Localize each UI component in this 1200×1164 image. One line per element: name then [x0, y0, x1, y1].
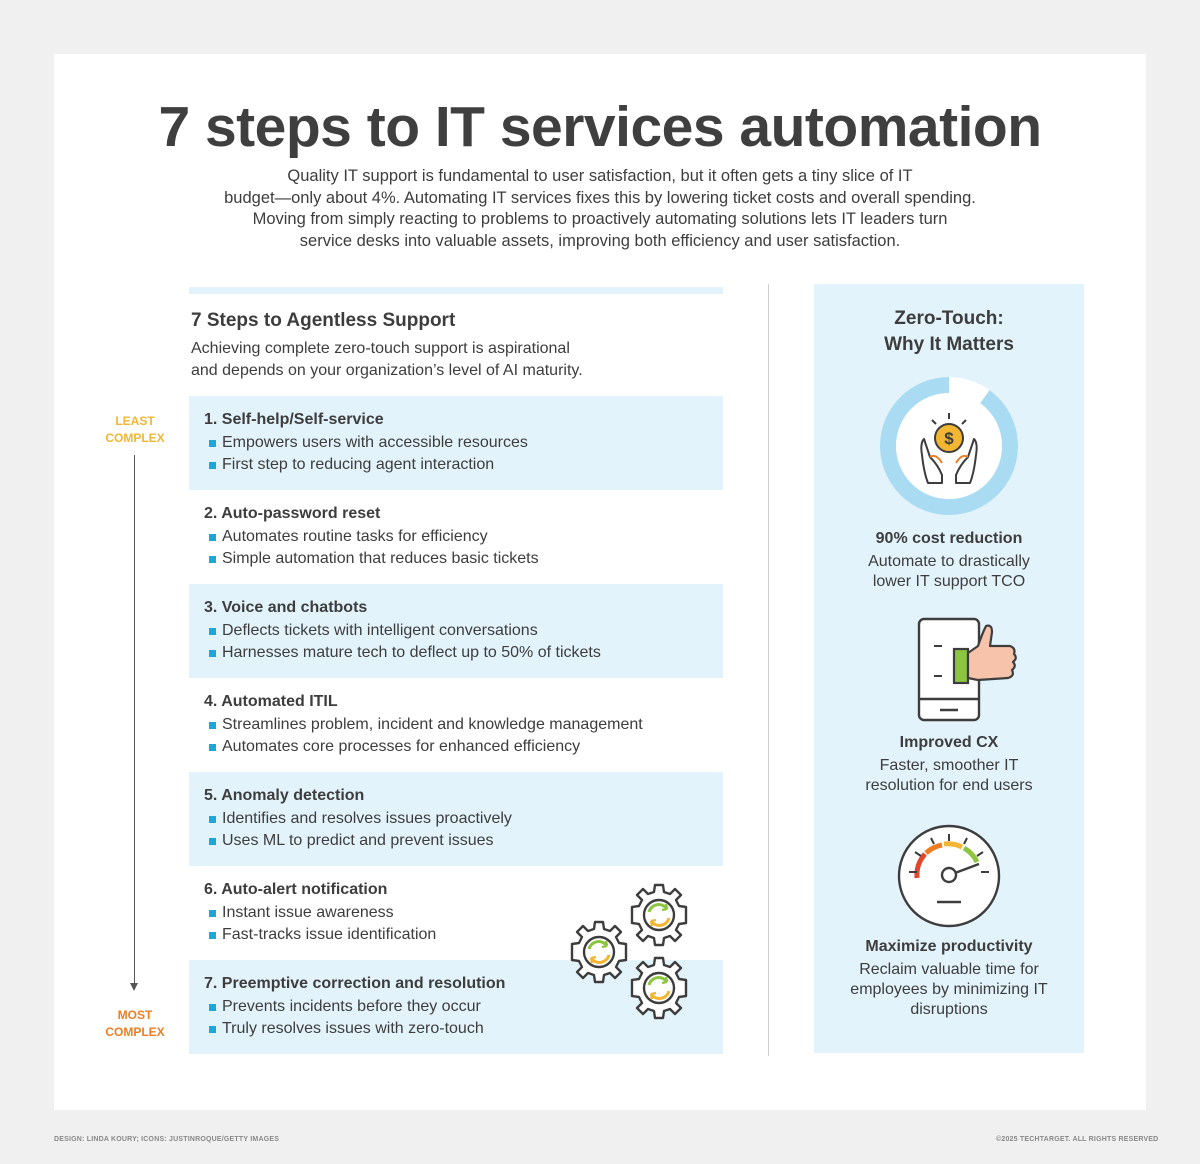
svg-text:$: $: [944, 429, 954, 448]
most-label-line: MOST: [117, 1008, 153, 1022]
least-label-line: COMPLEX: [105, 431, 165, 445]
step-bullet: Deflects tickets with intelligent conver…: [209, 622, 538, 639]
step-title: 4. Automated ITIL: [204, 693, 338, 710]
desc-line: employees by minimizing IT: [850, 981, 1048, 998]
title-line: Zero-Touch:: [894, 308, 1004, 329]
intro-line: Quality IT support is fundamental to use…: [287, 167, 913, 185]
step-title: 7. Preemptive correction and resolution: [204, 975, 506, 992]
least-complex-label: LEAST COMPLEX: [96, 413, 174, 447]
credits-text: DESIGN: LINDA KOURY; ICONS: JUSTINROQUE/…: [54, 1136, 280, 1143]
step-bullet: Automates core processes for enhanced ef…: [208, 738, 581, 755]
feature-title: Improved CX: [899, 734, 999, 751]
title-line: Why It Matters: [884, 334, 1014, 355]
page-title: 7 steps to IT services automation: [158, 95, 1042, 159]
steps-section-title: 7 Steps to Agentless Support: [191, 310, 456, 331]
step-bullet: Instant issue awareness: [209, 904, 394, 921]
feature-title: 90% cost reduction: [875, 530, 1023, 547]
subtitle-line: and depends on your organization’s level…: [191, 362, 583, 379]
desc-line: resolution for end users: [865, 777, 1033, 794]
step-4: 4. Automated ITIL Streamlines problem, i…: [189, 678, 723, 772]
copyright-text: ©2025 TECHTARGET. ALL RIGHTS RESERVED: [996, 1136, 1159, 1143]
subtitle-line: Achieving complete zero-touch support is…: [191, 340, 570, 357]
gears-icon: [570, 883, 688, 1020]
feature-description: Faster, smoother IT resolution for end u…: [814, 756, 1084, 796]
least-label-line: LEAST: [115, 414, 155, 428]
feature-description: Automate to drastically lower IT support…: [814, 552, 1084, 592]
step-bullet: Simple automation that reduces basic tic…: [209, 550, 539, 567]
step-6: 6. Auto-alert notification Instant issue…: [189, 866, 723, 960]
step-bullet: Identifies and resolves issues proactive…: [209, 810, 512, 827]
feature-title: Maximize productivity: [865, 938, 1033, 955]
complexity-arrow-line: [134, 455, 135, 985]
step-title: 5. Anomaly detection: [204, 787, 365, 804]
step-bullet: Automates routine tasks for efficiency: [209, 528, 488, 545]
step-bullet: Empowers users with accessible resources: [209, 434, 528, 451]
step-5: 5. Anomaly detection Identifies and reso…: [189, 772, 723, 866]
step-3: 3. Voice and chatbots Deflects tickets w…: [189, 584, 723, 678]
step-bullet: First step to reducing agent interaction: [208, 456, 495, 473]
intro-line: budget—only about 4%. Automating IT serv…: [224, 188, 976, 207]
intro-line: service desks into valuable assets, impr…: [299, 231, 901, 250]
intro-paragraph: Quality IT support is fundamental to use…: [150, 166, 1050, 252]
cost-reduction-donut-arc: [880, 377, 1018, 515]
most-label-line: COMPLEX: [105, 1025, 165, 1039]
phone-thumbs-up-icon: [917, 617, 1017, 722]
steps-section-subtitle: Achieving complete zero-touch support is…: [191, 338, 651, 382]
step-title: 6. Auto-alert notification: [204, 881, 388, 898]
section-top-bar: [189, 287, 723, 294]
desc-line: Reclaim valuable time for: [859, 961, 1039, 978]
step-bullet: Fast-tracks issue identification: [208, 926, 437, 943]
complexity-arrow-head-icon: [130, 983, 138, 991]
step-2: 2. Auto-password reset Automates routine…: [189, 490, 723, 584]
step-bullet: Uses ML to predict and prevent issues: [209, 832, 494, 849]
desc-line: Automate to drastically: [868, 553, 1030, 570]
step-title: 3. Voice and chatbots: [204, 599, 368, 616]
step-bullet: Harnesses mature tech to deflect up to 5…: [209, 644, 601, 661]
step-bullet: Prevents incidents before they occur: [209, 998, 481, 1015]
hands-coin-icon: $: [880, 377, 1018, 515]
step-bullet: Truly resolves issues with zero-touch: [209, 1020, 484, 1037]
step-title: 2. Auto-password reset: [204, 505, 381, 522]
intro-line: Moving from simply reacting to problems …: [252, 210, 948, 228]
step-7: 7. Preemptive correction and resolution …: [189, 960, 723, 1054]
desc-line: lower IT support TCO: [872, 573, 1026, 590]
step-bullet: Streamlines problem, incident and knowle…: [209, 716, 643, 733]
speedometer-icon: [897, 824, 1001, 928]
vertical-divider: [768, 284, 769, 1056]
most-complex-label: MOST COMPLEX: [96, 1007, 174, 1041]
step-1: 1. Self-help/Self-service Empowers users…: [189, 396, 723, 490]
step-title: 1. Self-help/Self-service: [204, 411, 384, 428]
zero-touch-title: Zero-Touch: Why It Matters: [814, 306, 1084, 358]
desc-line: Faster, smoother IT: [879, 757, 1019, 774]
feature-description: Reclaim valuable time for employees by m…: [814, 960, 1084, 1020]
desc-line: disruptions: [910, 1001, 988, 1018]
